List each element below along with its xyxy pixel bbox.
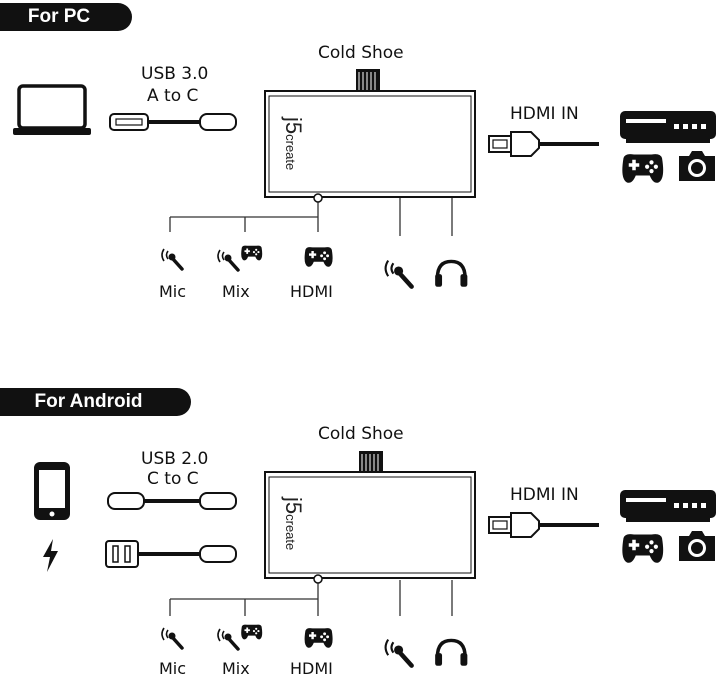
hdmi-in-label: HDMI IN bbox=[510, 104, 579, 124]
cable-label-line1: USB 2.0 bbox=[141, 449, 209, 469]
laptop-icon bbox=[13, 84, 91, 135]
capture-device bbox=[264, 471, 476, 584]
section-heading-android: For Android bbox=[0, 388, 191, 416]
cold-shoe-label: Cold Shoe bbox=[318, 424, 404, 444]
smartphone-icon bbox=[34, 462, 70, 520]
cold-shoe-label: Cold Shoe bbox=[318, 43, 404, 63]
lightning-icon bbox=[43, 539, 58, 572]
microphone-icon bbox=[383, 637, 417, 669]
port-label-mic: Mic bbox=[159, 659, 187, 678]
mic-gamepad-icon bbox=[216, 624, 263, 651]
usb-c-to-c-cable-icon bbox=[107, 492, 237, 510]
section-heading-label: For PC bbox=[27, 6, 91, 27]
port-label-mix: Mix bbox=[222, 282, 250, 301]
gamepad-icon bbox=[304, 628, 333, 648]
section-heading-pc: For PC bbox=[0, 3, 132, 31]
connection-lines bbox=[169, 198, 453, 236]
brand-mark: j5 bbox=[281, 497, 306, 515]
port-label-hdmi: HDMI bbox=[290, 659, 333, 678]
camera-icon bbox=[679, 531, 715, 561]
hdmi-cable-icon bbox=[488, 512, 599, 538]
cable-label-line1: USB 3.0 bbox=[141, 64, 209, 84]
microphone-icon bbox=[160, 626, 184, 650]
headphones-icon bbox=[433, 638, 470, 668]
section-heading-label: For Android bbox=[34, 391, 143, 412]
hdmi-cable-icon bbox=[488, 131, 599, 157]
cable-label-line2: A to C bbox=[147, 86, 199, 106]
hdmi-in-label: HDMI IN bbox=[510, 485, 579, 505]
port-label-mix: Mix bbox=[222, 659, 250, 678]
usb-a-to-c-cable-icon bbox=[109, 113, 237, 131]
gamepad-icon bbox=[622, 534, 664, 563]
brand-logo: j5create bbox=[280, 497, 306, 550]
port-label-hdmi: HDMI bbox=[290, 282, 333, 301]
capture-device bbox=[264, 90, 476, 203]
media-player-icon bbox=[620, 490, 716, 522]
cable-label-line2: C to C bbox=[147, 469, 199, 489]
power-cable-icon bbox=[105, 540, 237, 568]
cold-shoe-icon bbox=[356, 69, 380, 93]
brand-name: create bbox=[283, 514, 298, 551]
port-label-mic: Mic bbox=[159, 282, 187, 301]
